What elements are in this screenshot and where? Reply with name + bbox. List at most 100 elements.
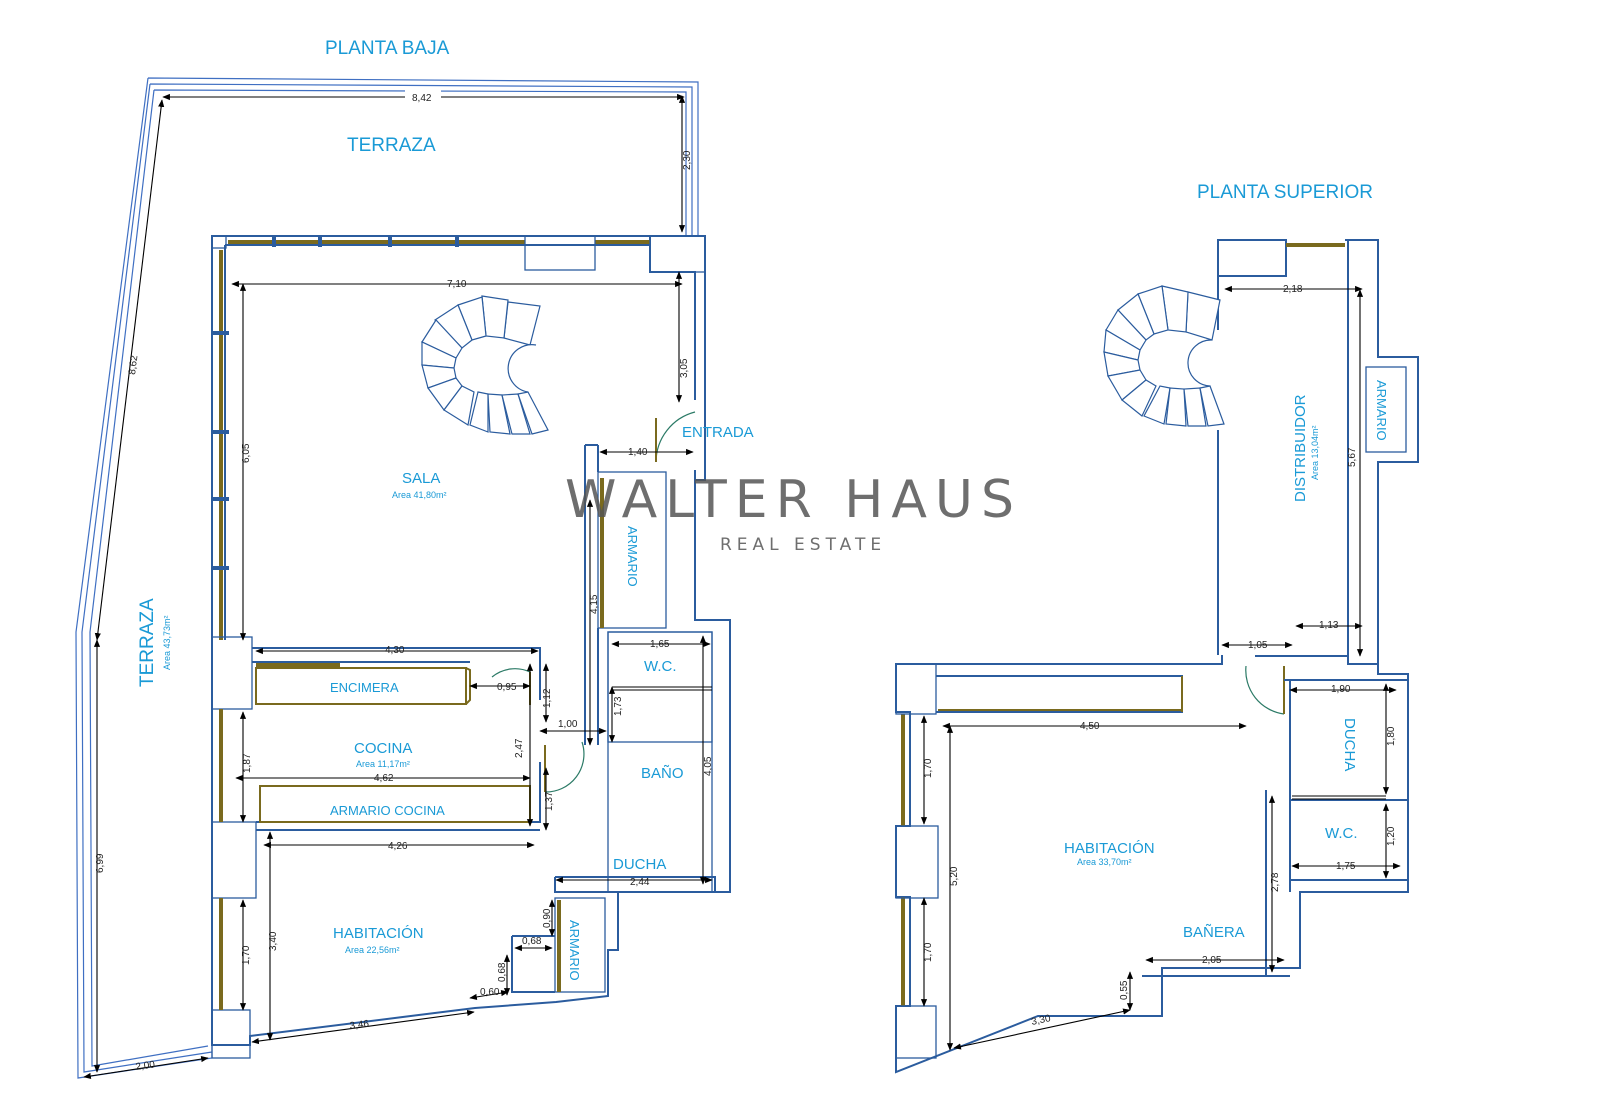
label-terraza-side: TERRAZA: [137, 598, 158, 687]
dim-330: 3,30: [1030, 1013, 1052, 1028]
label-distribuidor-area: Area 13,04m²: [1310, 425, 1320, 480]
dim-100: 1,00: [558, 719, 578, 730]
label-ducha: DUCHA: [613, 856, 666, 873]
dim-567: 5,67: [1347, 447, 1358, 467]
dim-462: 4,62: [374, 773, 394, 784]
dim-068a: 0,68: [522, 936, 542, 947]
dim-430: 4,30: [385, 645, 405, 656]
label-encimera: ENCIMERA: [330, 680, 399, 695]
watermark-brand: WALTER HAUS: [565, 470, 1022, 530]
ground-floor: 8,42 2,30 8,62 7,10 3,05 6,05 1,40 4,15 …: [75, 38, 754, 1079]
dim-278: 2,78: [1270, 872, 1281, 892]
label-bano: BAÑO: [641, 765, 684, 782]
upper-left-pillar-1: [895, 663, 937, 715]
ground-dimension-labels: 8,42 2,30 8,62 7,10 3,05 6,05 1,40 4,15 …: [95, 90, 714, 1073]
dim-340: 3,40: [268, 931, 279, 951]
dim-175: 1,75: [1336, 861, 1356, 872]
dim-346: 3,46: [349, 1019, 370, 1032]
upper-wardrobe-wall: [936, 675, 1183, 713]
dim-605: 6,05: [241, 443, 252, 463]
dim-426: 4,26: [388, 841, 408, 852]
top-window-box: [524, 235, 596, 271]
dim-710: 7,10: [447, 279, 467, 290]
dim-137: 1,37: [544, 791, 555, 811]
dim-105: 1,05: [1248, 640, 1268, 651]
left-mullions: [213, 331, 229, 570]
label-armario-hab: ARMARIO: [567, 920, 582, 981]
upper-left-pillar-3: [895, 1005, 937, 1059]
label-entrada: ENTRADA: [682, 424, 754, 441]
terrace-outline: [75, 77, 699, 1079]
dim-247: 2,47: [514, 738, 525, 758]
kitchen-door: [491, 668, 531, 678]
upper-room-labels: PLANTA SUPERIOR DISTRIBUIDOR Area 13,04m…: [1064, 182, 1389, 941]
title-planta-baja: PLANTA BAJA: [325, 38, 450, 59]
dim-173: 1,73: [613, 696, 624, 716]
label-armario-cocina: ARMARIO COCINA: [330, 803, 445, 818]
top-right-pillar: [649, 235, 706, 273]
label-terraza-area: Area 43,73m²: [162, 615, 172, 670]
dim-120: 1,20: [1386, 826, 1397, 846]
watermark: WALTER HAUS REAL ESTATE: [565, 470, 1022, 555]
dim-113: 1,13: [1319, 620, 1339, 631]
label-cocina: COCINA: [354, 740, 412, 757]
label-wc-upper: W.C.: [1325, 825, 1358, 842]
label-armario-upper: ARMARIO: [1374, 380, 1389, 441]
dim-060: 0,60: [480, 987, 500, 998]
kitchen-door-2: [544, 741, 585, 793]
dim-112: 1,12: [542, 688, 553, 708]
dim-450: 4,50: [1080, 721, 1100, 732]
ground-room-labels: PLANTA BAJA TERRAZA TERRAZA Area 43,73m²…: [137, 38, 754, 981]
dim-520: 5,20: [949, 866, 960, 886]
hall-wall: [584, 444, 599, 745]
dim-068b: 0,68: [497, 962, 508, 982]
dim-170b: 1,70: [923, 942, 934, 962]
encimera-counter: [255, 667, 467, 705]
dim-187: 1,87: [242, 753, 253, 773]
upper-left-pillar-2: [895, 825, 939, 899]
dim-180: 1,80: [1386, 726, 1397, 746]
label-wc: W.C.: [644, 658, 677, 675]
dim-218: 2,18: [1283, 284, 1303, 295]
ground-inner-wall: [224, 236, 696, 640]
dim-699: 6,99: [95, 853, 106, 873]
label-habitacion-upper-area: Area 33,70m²: [1077, 857, 1132, 867]
armario-hab-box: [554, 897, 606, 993]
upper-dimensions: [920, 285, 1401, 1051]
label-armario-sala: ARMARIO: [625, 526, 640, 587]
dim-190: 1,90: [1331, 684, 1351, 695]
label-distribuidor: DISTRIBUIDOR: [1292, 394, 1309, 502]
dim-862: 8,62: [127, 354, 140, 375]
label-terraza-top: TERRAZA: [347, 135, 436, 156]
ground-dimensions: [83, 93, 713, 1079]
dim-170: 1,70: [241, 945, 252, 965]
dim-230: 2,30: [682, 150, 693, 170]
dim-205: 2,05: [1202, 955, 1222, 966]
dim-244: 2,44: [630, 877, 650, 888]
top-left-pillar: [211, 235, 227, 249]
dim-405: 4,05: [703, 756, 714, 776]
dim-095: 0,95: [497, 682, 517, 693]
title-planta-superior: PLANTA SUPERIOR: [1197, 182, 1373, 203]
dim-055: 0,55: [1119, 980, 1130, 1000]
upper-armario-box: [1365, 366, 1407, 453]
column-left-2: [211, 821, 257, 899]
spiral-stair-ground: [421, 295, 549, 435]
dim-305: 3,05: [679, 358, 690, 378]
label-ducha-upper: DUCHA: [1341, 718, 1358, 771]
label-banera: BAÑERA: [1183, 924, 1245, 941]
armario-sala-box: [597, 471, 667, 629]
label-habitacion-upper: HABITACIÓN: [1064, 840, 1155, 857]
label-cocina-area: Area 11,17m²: [356, 759, 410, 769]
bathroom-room: [607, 631, 713, 893]
dim-842: 8,42: [412, 93, 432, 104]
upper-bedroom-door: [1245, 665, 1285, 715]
dim-090: 0,90: [542, 908, 553, 928]
label-sala: SALA: [402, 470, 440, 487]
dim-415: 4,15: [589, 594, 600, 614]
upper-dimension-labels: 2,18 5,67 1,13 1,05 1,90 1,80 4,50 1,70 …: [923, 284, 1397, 1028]
upper-bath-wall: [1284, 679, 1408, 892]
dim-200: 2,00: [135, 1059, 156, 1073]
label-habitacion-area: Area 22,56m²: [345, 945, 400, 955]
